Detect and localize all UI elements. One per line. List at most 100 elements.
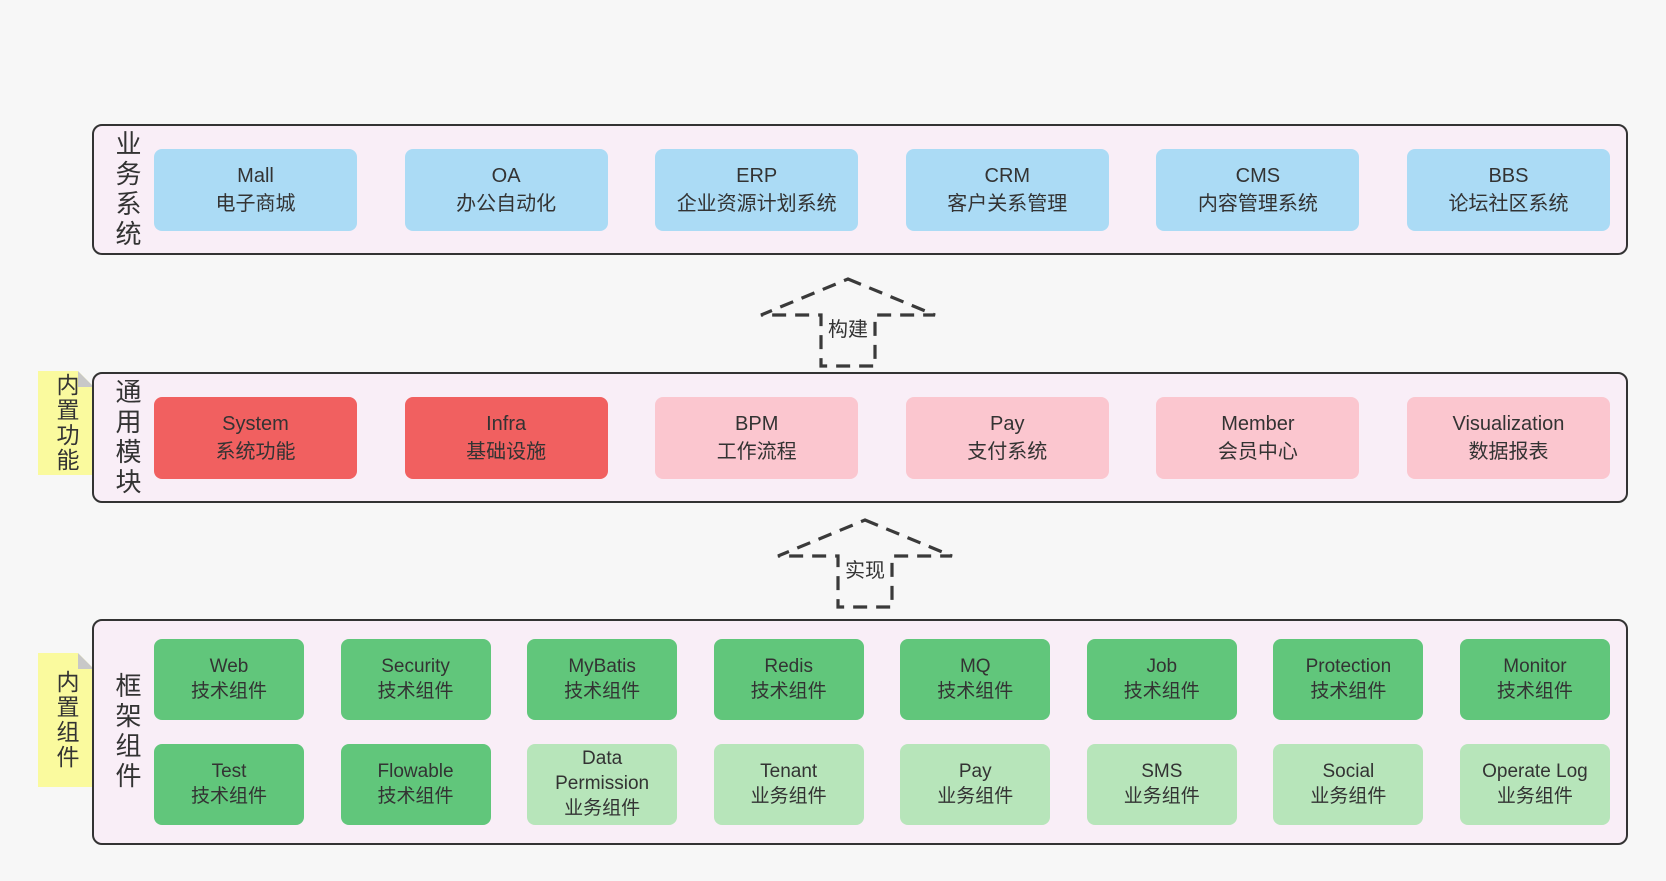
box-title: Data Permission bbox=[555, 748, 650, 795]
sticky-note-text: 内置功能 bbox=[53, 373, 79, 473]
box-title: Pay bbox=[958, 760, 992, 782]
box-subtitle: 电子商城 bbox=[215, 192, 296, 215]
sticky-note-text: 内置组件 bbox=[53, 670, 79, 770]
box-subtitle: 系统功能 bbox=[215, 440, 296, 463]
diagram-box-security: Security 技术组件 bbox=[340, 639, 491, 720]
box-subtitle: 业务组件 bbox=[564, 797, 641, 819]
box-title: SMS bbox=[1141, 760, 1183, 782]
diagram-box-crm: CRM 客户关系管理 bbox=[905, 148, 1109, 231]
box-subtitle: 业务组件 bbox=[750, 785, 827, 807]
box-title: BPM bbox=[735, 412, 779, 435]
diagram-box-erp: ERP 企业资源计划系统 bbox=[655, 148, 859, 231]
box-title: Flowable bbox=[377, 760, 454, 782]
box-title: Mall bbox=[237, 164, 274, 187]
diagram-box-protection: Protection 技术组件 bbox=[1273, 639, 1424, 720]
up-arrow-icon bbox=[760, 277, 936, 368]
box-subtitle: 会员中心 bbox=[1217, 440, 1298, 463]
up-arrow-icon bbox=[777, 518, 953, 609]
diagram-box-sms: SMS 业务组件 bbox=[1086, 744, 1237, 825]
box-title: Protection bbox=[1305, 655, 1392, 677]
box-title: Operate Log bbox=[1482, 760, 1588, 782]
box-title: MyBatis bbox=[568, 655, 636, 677]
box-subtitle: 技术组件 bbox=[190, 680, 267, 702]
box-subtitle: 技术组件 bbox=[377, 785, 454, 807]
box-subtitle: 数据报表 bbox=[1468, 440, 1549, 463]
box-subtitle: 企业资源计划系统 bbox=[676, 192, 837, 215]
box-title: CMS bbox=[1235, 164, 1281, 187]
box-title: OA bbox=[491, 164, 521, 187]
diagram-box-bbs: BBS 论坛社区系统 bbox=[1406, 148, 1610, 231]
diagram-box-redis: Redis 技术组件 bbox=[713, 639, 864, 720]
box-title: Infra bbox=[486, 412, 527, 435]
diagram-box-bpm: BPM 工作流程 bbox=[655, 396, 859, 479]
box-subtitle: 技术组件 bbox=[937, 680, 1014, 702]
diagram-box-web: Web 技术组件 bbox=[154, 639, 304, 720]
box-subtitle: 客户关系管理 bbox=[947, 192, 1068, 215]
box-title: System bbox=[222, 412, 289, 435]
diagram-box-tenant: Tenant 业务组件 bbox=[713, 744, 864, 825]
band-label-common-modules: 通用模块 bbox=[112, 377, 142, 498]
arrow-implement: 实现 bbox=[775, 517, 955, 610]
box-title: Web bbox=[209, 655, 249, 677]
band-label-framework-components: 框架组件 bbox=[112, 672, 142, 792]
box-title: Monitor bbox=[1503, 655, 1567, 677]
box-title: Redis bbox=[764, 655, 813, 677]
arrow-label-build: 构建 bbox=[824, 313, 872, 342]
box-subtitle: 技术组件 bbox=[377, 680, 454, 702]
box-subtitle: 论坛社区系统 bbox=[1448, 192, 1569, 215]
box-subtitle: 基础设施 bbox=[466, 440, 547, 463]
box-subtitle: 技术组件 bbox=[190, 785, 267, 807]
arrow-label-implement: 实现 bbox=[841, 554, 889, 583]
box-title: MQ bbox=[959, 655, 991, 677]
box-title: ERP bbox=[736, 164, 778, 187]
arrow-build: 构建 bbox=[758, 276, 938, 369]
band-label-business-systems: 业务系统 bbox=[112, 129, 142, 250]
diagram-box-infra: Infra 基础设施 bbox=[404, 396, 608, 479]
box-subtitle: 业务组件 bbox=[1123, 785, 1200, 807]
box-subtitle: 技术组件 bbox=[1496, 680, 1573, 702]
sticky-note-builtin-features: 内置功能 bbox=[38, 371, 94, 475]
box-subtitle: 办公自动化 bbox=[456, 192, 557, 215]
diagram-box-operate-log: Operate Log 业务组件 bbox=[1459, 744, 1610, 825]
box-title: CRM bbox=[984, 164, 1031, 187]
box-subtitle: 技术组件 bbox=[1310, 680, 1387, 702]
diagram-box-system: System 系统功能 bbox=[154, 396, 357, 479]
box-title: Job bbox=[1146, 655, 1178, 677]
diagram-box-oa: OA 办公自动化 bbox=[404, 148, 608, 231]
box-title: Social bbox=[1322, 760, 1375, 782]
box-subtitle: 技术组件 bbox=[564, 680, 641, 702]
sticky-note-builtin-components: 内置组件 bbox=[38, 653, 94, 787]
diagram-box-job: Job 技术组件 bbox=[1086, 639, 1237, 720]
box-subtitle: 业务组件 bbox=[937, 785, 1014, 807]
box-title: Member bbox=[1221, 412, 1295, 435]
box-title: Test bbox=[211, 760, 247, 782]
box-subtitle: 业务组件 bbox=[1496, 785, 1573, 807]
box-title: BBS bbox=[1488, 164, 1529, 187]
diagram-box-pay: Pay 业务组件 bbox=[900, 744, 1051, 825]
box-title: Security bbox=[381, 655, 450, 677]
box-title: Tenant bbox=[760, 760, 818, 782]
diagram-box-member: Member 会员中心 bbox=[1156, 396, 1360, 479]
box-subtitle: 技术组件 bbox=[1123, 680, 1200, 702]
diagram-box-monitor: Monitor 技术组件 bbox=[1459, 639, 1610, 720]
box-subtitle: 技术组件 bbox=[750, 680, 827, 702]
diagram-box-mq: MQ 技术组件 bbox=[900, 639, 1051, 720]
diagram-box-mybatis: MyBatis 技术组件 bbox=[527, 639, 678, 720]
band-business-systems: 业务系统 Mall 电子商城 OA 办公自动化 ERP 企业资源计划系统 CRM 客户关系管理… bbox=[92, 124, 1628, 255]
box-subtitle: 工作流程 bbox=[716, 440, 797, 463]
diagram-box-test: Test 技术组件 bbox=[154, 744, 304, 825]
